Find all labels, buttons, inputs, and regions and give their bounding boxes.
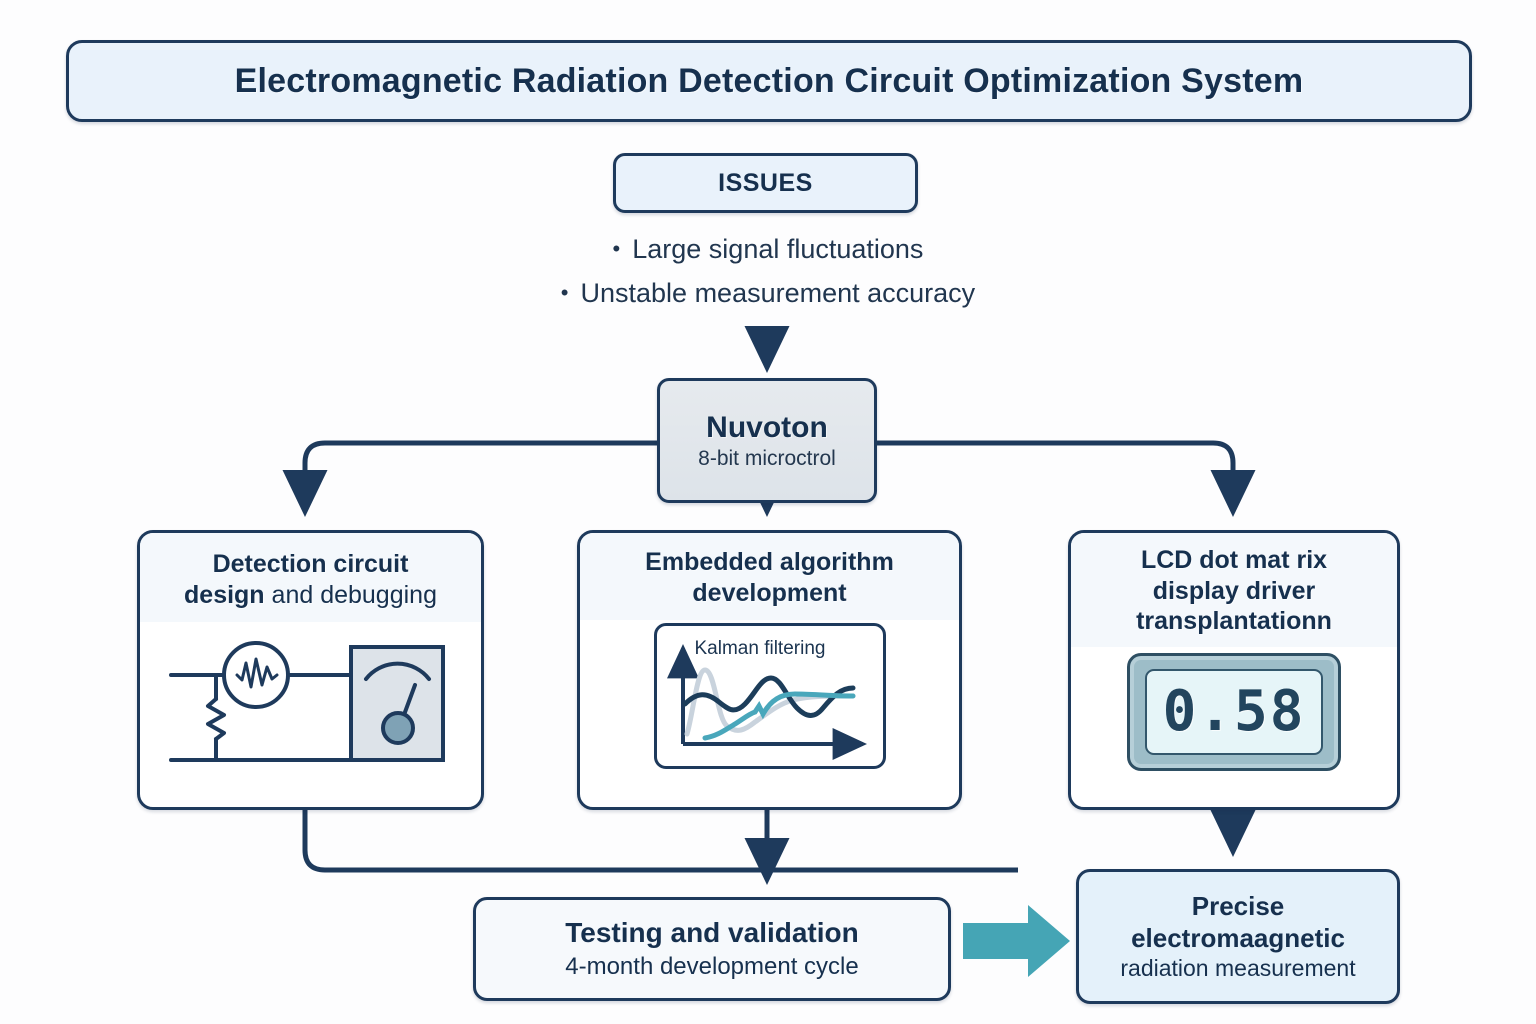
connector-mcu-to-card1 — [282, 440, 657, 518]
card-detection-circuit-body — [140, 622, 481, 782]
result-line3: radiation measurement — [1120, 955, 1356, 981]
issues-heading-text: ISSUES — [718, 168, 813, 197]
kalman-chart-label: Kalman filtering — [694, 638, 826, 659]
testing-validation-node: Testing and validation 4-month developme… — [473, 897, 951, 1001]
card-lcd-driver-title: LCD dot mat rix display driver transplan… — [1071, 533, 1397, 647]
testing-title: Testing and validation — [565, 917, 859, 948]
list-item: Unstable measurement accuracy — [418, 272, 1118, 316]
circuit-schematic-icon — [168, 641, 445, 762]
kalman-chart-frame: Kalman filtering — [653, 623, 886, 769]
result-line1: Precise — [1191, 891, 1285, 921]
page-title-text: Electromagnetic Radiation Detection Circ… — [234, 61, 1304, 100]
list-item: Large signal fluctuations — [418, 228, 1118, 272]
card1-title-line1: Detection circuit — [212, 550, 409, 578]
card-embedded-algorithm: Embedded algorithm development — [577, 530, 962, 810]
mcu-node: Nuvoton 8-bit microctrol — [657, 378, 877, 503]
card2-title-line2: development — [692, 578, 847, 607]
lcd-value: 0.58 — [1162, 678, 1306, 744]
connector-mcu-to-card3 — [877, 440, 1256, 518]
card2-title-line1: Embedded algorithm — [645, 548, 894, 576]
card-embedded-algorithm-title: Embedded algorithm development — [580, 533, 959, 620]
connector-card1-to-bus — [302, 810, 1018, 873]
card-lcd-driver: LCD dot mat rix display driver transplan… — [1068, 530, 1400, 810]
issues-list: Large signal fluctuations Unstable measu… — [418, 228, 1118, 315]
teal-arrow-icon — [963, 905, 1070, 977]
card3-title-line2: display driver — [1152, 576, 1316, 605]
card-lcd-driver-body: 0.58 — [1071, 647, 1397, 777]
card-detection-circuit-title: Detection circuit design and debugging — [140, 533, 481, 622]
mcu-name: Nuvoton — [706, 410, 828, 444]
card1-title-line2: design and debugging — [184, 580, 437, 609]
result-line2: electromaagnetic — [1131, 923, 1345, 953]
lcd-screen: 0.58 — [1145, 668, 1323, 755]
card3-title-line3: transplantationn — [1136, 607, 1332, 635]
card-detection-circuit: Detection circuit design and debugging — [137, 530, 484, 810]
result-node: Precise electromaagnetic radiation measu… — [1076, 869, 1400, 1004]
card-embedded-algorithm-body: Kalman filtering — [580, 620, 959, 772]
kalman-chart-icon — [666, 643, 867, 760]
testing-subtitle: 4-month development cycle — [565, 953, 859, 980]
mcu-subtitle: 8-bit microctrol — [698, 446, 836, 470]
lcd-display-icon: 0.58 — [1127, 652, 1341, 771]
issues-heading-box: ISSUES — [613, 153, 918, 213]
card3-title-line1: LCD dot mat rix — [1140, 546, 1328, 574]
page-title: Electromagnetic Radiation Detection Circ… — [66, 40, 1472, 122]
